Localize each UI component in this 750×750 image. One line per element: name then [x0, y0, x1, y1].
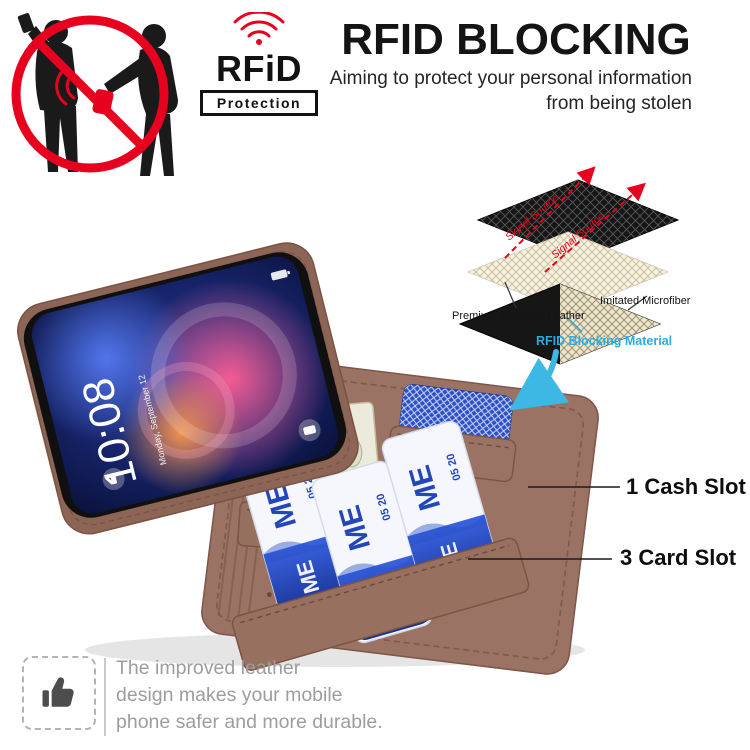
signal-arrow [544, 182, 646, 273]
subtitle-line-1: Aiming to protect your personal informat… [329, 68, 692, 89]
blue-arrow-icon [509, 349, 569, 411]
leader-line-microfiber [627, 295, 648, 311]
footer-line-2: design makes your mobile [116, 684, 343, 706]
phone: 10:08 Monday, September 12 [17, 242, 359, 535]
rfid-waves-icon [233, 10, 285, 45]
prohibition-circle [11, 15, 169, 173]
leader-line-leather [504, 281, 517, 309]
page-subtitle: Aiming to protect your personal informat… [320, 66, 692, 116]
badge-title: RFiD [216, 48, 302, 89]
footer-divider [104, 658, 106, 736]
card-slot-callout: 3 Card Slot [620, 545, 737, 570]
camera-icon [298, 419, 321, 442]
footer-text: The improved leather design makes your m… [116, 655, 383, 736]
card-slot-flap [231, 537, 530, 671]
signal-arrow [504, 166, 596, 259]
subtitle-line-2: from being stolen [546, 93, 692, 114]
phone-wallpaper [27, 273, 330, 495]
rfid-protection-badge: RFiD Protection [200, 10, 318, 116]
page-title: RFID BLOCKING [341, 15, 691, 64]
layer-bottom-rfid [458, 283, 662, 365]
no-pickpocket-icon [11, 13, 178, 176]
footer-line-3: phone safer and more durable. [116, 711, 383, 733]
thumbs-up-icon [42, 677, 74, 707]
badge-subtitle: Protection [200, 90, 318, 116]
cash-slot-callout: 1 Cash Slot [626, 474, 746, 499]
leader-line-rfid [567, 317, 583, 333]
thumbs-up-badge [22, 656, 96, 730]
layers-diagram: Signal Source Signal Source [458, 166, 680, 411]
label-rfid-blocking-material: RFID Blocking Material [536, 334, 673, 348]
layer-middle-microfiber [466, 231, 670, 313]
battery-icon [270, 269, 291, 281]
flashlight-icon [102, 468, 125, 491]
label-imitated-microfiber: Imitated Microfiber [600, 295, 691, 307]
footer-line-1: The improved leather [116, 657, 301, 679]
prohibition-slash [34, 38, 146, 150]
label-premium-synthetic-leather: Premium Synthetic Leather [452, 310, 585, 322]
